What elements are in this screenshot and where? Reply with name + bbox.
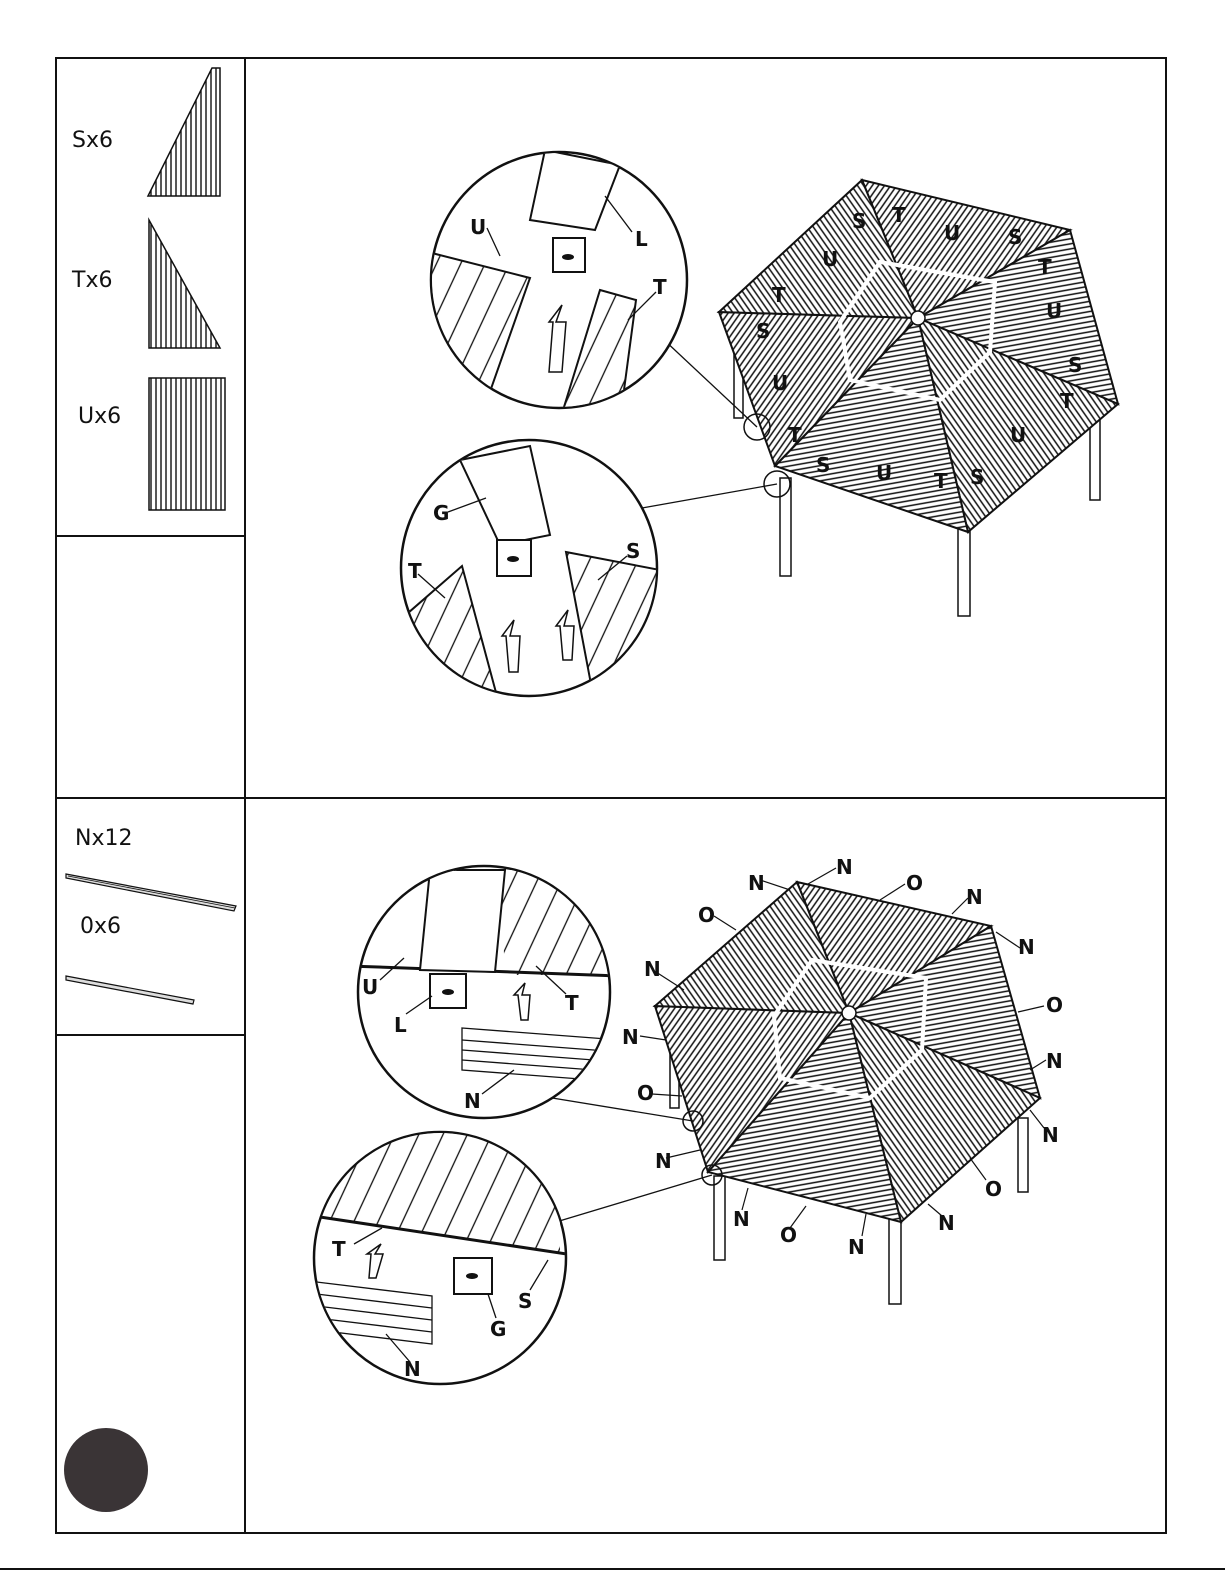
svg-text:U: U <box>772 371 788 395</box>
svg-text:N: N <box>622 1025 639 1049</box>
step2-detail-bottom: T G S N <box>300 1130 580 1384</box>
svg-text:S: S <box>518 1289 532 1313</box>
svg-text:L: L <box>635 227 648 251</box>
svg-text:T: T <box>892 203 906 227</box>
svg-text:T: T <box>934 469 948 493</box>
svg-text:S: S <box>626 539 640 563</box>
step1-gazebo <box>642 180 1118 616</box>
svg-text:N: N <box>966 885 983 909</box>
svg-text:T: T <box>1038 255 1052 279</box>
svg-text:U: U <box>1046 299 1062 323</box>
svg-text:N: N <box>464 1089 481 1113</box>
part-u-panel-icon <box>149 378 225 510</box>
svg-text:S: S <box>852 209 866 233</box>
svg-text:G: G <box>433 501 449 525</box>
svg-text:N: N <box>1042 1123 1059 1147</box>
svg-text:N: N <box>733 1207 750 1231</box>
step1-detail-top: U L T <box>400 150 687 420</box>
step2-detail-top: U L T N <box>350 866 620 1118</box>
svg-text:O: O <box>1046 993 1063 1017</box>
part-t-panel-icon <box>149 220 220 348</box>
svg-text:O: O <box>698 903 715 927</box>
svg-text:T: T <box>565 991 579 1015</box>
svg-text:T: T <box>332 1237 346 1261</box>
svg-text:S: S <box>970 465 984 489</box>
svg-text:N: N <box>1046 1049 1063 1073</box>
svg-text:T: T <box>772 283 786 307</box>
svg-text:S: S <box>816 453 830 477</box>
svg-text:G: G <box>490 1317 506 1341</box>
svg-text:N: N <box>836 855 853 879</box>
svg-text:T: T <box>788 423 802 447</box>
svg-text:T: T <box>653 275 667 299</box>
svg-text:N: N <box>748 871 765 895</box>
svg-text:S: S <box>1068 353 1082 377</box>
svg-text:N: N <box>404 1357 421 1381</box>
svg-text:S: S <box>1008 225 1022 249</box>
part-n-trim-icon <box>66 874 236 911</box>
svg-text:O: O <box>780 1223 797 1247</box>
svg-text:U: U <box>1010 423 1026 447</box>
svg-text:U: U <box>876 461 892 485</box>
svg-text:U: U <box>944 221 960 245</box>
svg-text:N: N <box>1018 935 1035 959</box>
svg-text:U: U <box>822 247 838 271</box>
svg-text:O: O <box>637 1081 654 1105</box>
svg-text:S: S <box>756 319 770 343</box>
svg-text:L: L <box>394 1013 407 1037</box>
svg-text:O: O <box>985 1177 1002 1201</box>
svg-text:N: N <box>938 1211 955 1235</box>
svg-text:N: N <box>848 1235 865 1259</box>
svg-text:U: U <box>470 215 486 239</box>
svg-text:O: O <box>906 871 923 895</box>
step1-detail-bottom: G T S <box>400 440 660 700</box>
svg-text:T: T <box>408 559 422 583</box>
part-s-panel-icon <box>148 68 220 196</box>
svg-text:T: T <box>1060 389 1074 413</box>
svg-text:U: U <box>362 975 378 999</box>
svg-text:N: N <box>655 1149 672 1173</box>
svg-text:N: N <box>644 957 661 981</box>
part-o-trim-icon <box>66 976 194 1004</box>
